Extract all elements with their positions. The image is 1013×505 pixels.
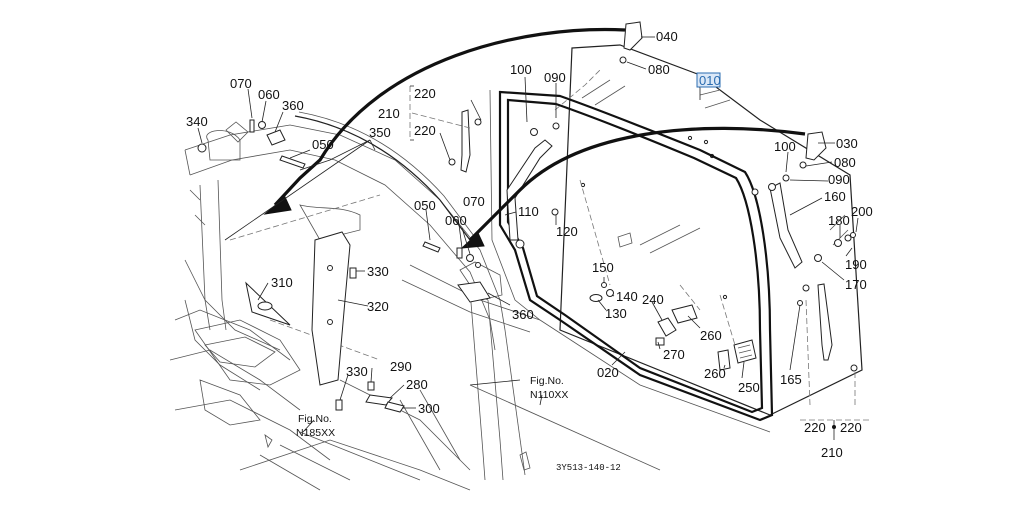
callout-165: 165 (780, 372, 802, 387)
callout-070: 070 (463, 194, 485, 209)
callout-040: 040 (656, 29, 678, 44)
figure-references: Fig.No. N110XX Fig.No. N185XX 3Y513-140-… (296, 375, 621, 473)
callout-090: 090 (544, 70, 566, 85)
fig-ref-prefix: Fig.No. (298, 413, 332, 425)
callout-280: 280 (406, 377, 428, 392)
fig-ref-code: N110XX (530, 389, 568, 401)
callout-010: 010 (699, 73, 721, 88)
callout-340: 340 (186, 114, 208, 129)
callout-270: 270 (663, 347, 685, 362)
callout-100: 100 (510, 62, 532, 77)
callout-220: 220 (804, 420, 826, 435)
callout-250: 250 (738, 380, 760, 395)
callout-050: 050 (312, 137, 334, 152)
callout-060: 060 (258, 87, 280, 102)
callout-240: 240 (642, 292, 664, 307)
callout-310: 310 (271, 275, 293, 290)
callout-080: 080 (648, 62, 670, 77)
callout-140: 140 (616, 289, 638, 304)
callout-220: 220 (414, 123, 436, 138)
callout-160: 160 (824, 189, 846, 204)
callout-360: 360 (282, 98, 304, 113)
callout-100: 100 (774, 139, 796, 154)
assembly-arrows (263, 27, 806, 249)
callout-060: 060 (445, 213, 467, 228)
callout-190: 190 (845, 257, 867, 272)
callout-130: 130 (605, 306, 627, 321)
fig-ref-code: N185XX (296, 427, 335, 439)
callout-210: 210 (378, 106, 400, 121)
callout-220: 220 (414, 86, 436, 101)
callout-350: 350 (369, 125, 391, 140)
callout-150: 150 (592, 260, 614, 275)
callout-260: 260 (704, 366, 726, 381)
callout-070: 070 (230, 76, 252, 91)
callout-180: 180 (828, 213, 850, 228)
callout-330: 330 (367, 264, 389, 279)
callout-200: 200 (851, 204, 873, 219)
callout-220: 220 (840, 420, 862, 435)
callout-170: 170 (845, 277, 867, 292)
document-code: 3Y513-140-12 (556, 463, 621, 473)
callout-110: 110 (518, 204, 539, 219)
door-assembly (448, 21, 863, 433)
highlight-box-010 (696, 72, 721, 88)
fig-ref-prefix: Fig.No. (530, 375, 564, 387)
callout-labels: 040 080 010 100 090 030 080 090 100 160 … (186, 29, 873, 460)
callout-260: 260 (700, 328, 722, 343)
callout-120: 120 (556, 224, 578, 239)
callout-210: 210 (821, 445, 843, 460)
callout-020: 020 (597, 365, 619, 380)
callout-080: 080 (834, 155, 856, 170)
callout-320: 320 (367, 299, 389, 314)
callout-090: 090 (828, 172, 850, 187)
callout-360: 360 (512, 307, 534, 322)
callout-030: 030 (836, 136, 858, 151)
callout-330: 330 (346, 364, 368, 379)
cab-frame (169, 121, 541, 491)
callout-290: 290 (390, 359, 412, 374)
left-parts (197, 111, 491, 413)
callout-050: 050 (414, 198, 436, 213)
callout-300: 300 (418, 401, 440, 416)
leader-lines (197, 36, 870, 481)
